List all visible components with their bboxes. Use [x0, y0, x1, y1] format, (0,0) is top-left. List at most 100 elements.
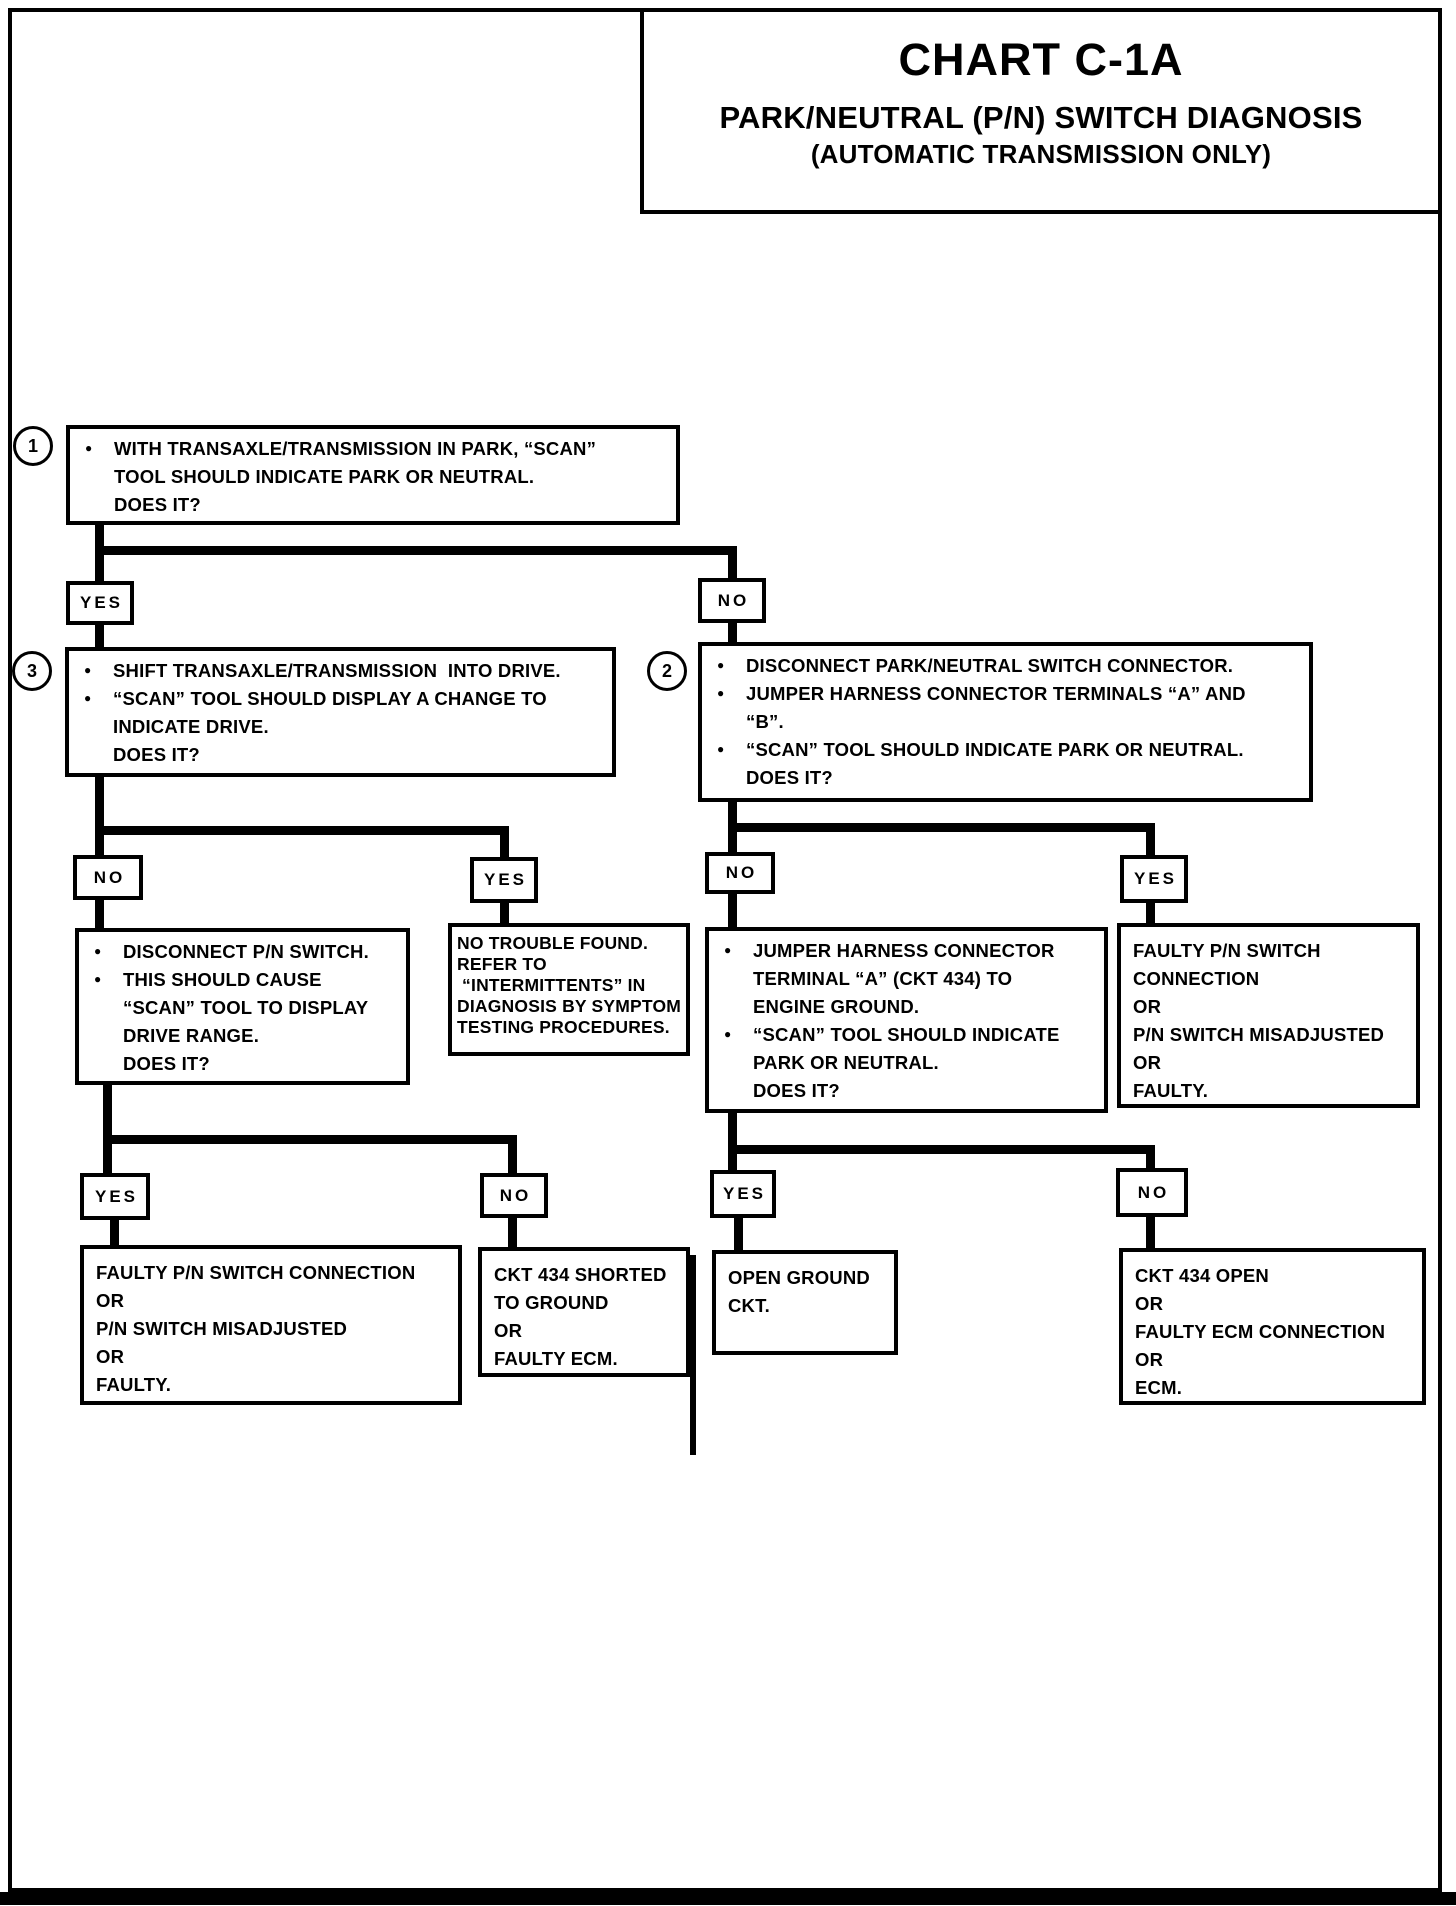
- connector-line: [728, 894, 737, 927]
- flow-box-open-ground: OPEN GROUND CKT.: [712, 1250, 898, 1355]
- connector-line: [508, 1218, 517, 1247]
- flow-box-text: NO TROUBLE FOUND.: [457, 933, 649, 953]
- flow-box-step3-question: ●SHIFT TRANSAXLE/TRANSMISSION INTO DRIVE…: [65, 647, 616, 777]
- connector-line: [728, 1113, 737, 1170]
- flow-box-text-line: DOES IT?: [70, 491, 670, 519]
- flow-box-text-line: DOES IT?: [709, 1077, 1098, 1105]
- connector-line: [110, 1220, 119, 1245]
- flow-box-text: THIS SHOULD CAUSE: [123, 969, 322, 990]
- flow-box-no-trouble-found: NO TROUBLE FOUND.REFER TO “INTERMITTENTS…: [448, 923, 690, 1056]
- flow-box-text: DOES IT?: [123, 1053, 210, 1074]
- flow-box-text-line: “SCAN” TOOL TO DISPLAY: [79, 994, 400, 1022]
- connector-line: [728, 546, 737, 578]
- flow-box-text-line: OPEN GROUND: [716, 1264, 888, 1292]
- bullet-icon: ●: [724, 1027, 732, 1041]
- branch-label-no-3: NO: [705, 852, 775, 894]
- flow-box-text: “SCAN” TOOL SHOULD INDICATE PARK OR NEUT…: [746, 739, 1244, 760]
- flow-box-text-line: ● “SCAN” TOOL SHOULD INDICATE: [709, 1021, 1098, 1049]
- flow-box-faulty-pn-switch-mid: FAULTY P/N SWITCH CONNECTION OR P/N SWITCH …: [1117, 923, 1420, 1108]
- connector-line: [728, 623, 737, 642]
- flow-box-text: INDICATE DRIVE.: [113, 716, 269, 737]
- branch-label-yes-4: YES: [80, 1173, 150, 1220]
- connector-line: [95, 826, 509, 835]
- flow-box-step1-question: ●WITH TRANSAXLE/TRANSMISSION IN PARK, “S…: [66, 425, 680, 525]
- flow-box-text-line: CKT.: [716, 1292, 888, 1320]
- flow-box-text: OR: [1135, 1349, 1164, 1370]
- connector-line: [1146, 823, 1155, 855]
- flow-box-text: TOOL SHOULD INDICATE PARK OR NEUTRAL.: [114, 466, 535, 487]
- connector-line: [1146, 1145, 1155, 1168]
- branch-label-no-2: NO: [73, 855, 143, 900]
- flow-box-text-line: ● “SCAN” TOOL SHOULD INDICATE PARK OR NEU…: [702, 736, 1303, 764]
- flow-box-text: JUMPER HARNESS CONNECTOR: [753, 940, 1055, 961]
- flow-box-text-line: TERMINAL “A” (CKT 434) TO: [709, 965, 1098, 993]
- connector-line: [728, 1145, 1155, 1154]
- flow-box-text: ENGINE GROUND.: [753, 996, 920, 1017]
- flow-box-text-line: CONNECTION: [1121, 965, 1410, 993]
- connector-line: [103, 1135, 517, 1144]
- flow-box-text: CKT 434 OPEN: [1135, 1265, 1269, 1286]
- branch-label-no-1: NO: [698, 578, 766, 623]
- bullet-icon: ●: [717, 742, 725, 756]
- flow-box-text-line: INDICATE DRIVE.: [69, 713, 606, 741]
- flow-box-text: P/N SWITCH MISADJUSTED: [1133, 1024, 1385, 1045]
- connector-line: [95, 900, 104, 928]
- branch-label-yes-3: YES: [1120, 855, 1188, 903]
- flow-box-text-line: DIAGNOSIS BY SYMPTOM: [452, 996, 682, 1017]
- flow-box-text: CKT.: [728, 1295, 770, 1316]
- branch-label-no-5: NO: [1116, 1168, 1188, 1217]
- connector-line: [508, 1135, 517, 1173]
- flow-box-text: DOES IT?: [753, 1080, 840, 1101]
- flow-box-text: FAULTY ECM.: [494, 1348, 618, 1369]
- flow-box-text: DIAGNOSIS BY SYMPTOM: [457, 996, 682, 1016]
- flow-box-text-line: FAULTY ECM.: [482, 1345, 680, 1373]
- flow-box-text-line: NO TROUBLE FOUND.: [452, 933, 680, 954]
- flow-box-text: DOES IT?: [113, 744, 200, 765]
- flow-box-text-line: TO GROUND: [482, 1289, 680, 1317]
- flow-box-text-line: FAULTY.: [1121, 1077, 1410, 1105]
- branch-label-yes-5: YES: [710, 1170, 776, 1218]
- flow-box-text-line: ECM.: [1123, 1374, 1416, 1402]
- bullet-icon: ●: [84, 691, 92, 705]
- flow-box-text: ECM.: [1135, 1377, 1183, 1398]
- flow-box-text: FAULTY.: [1133, 1080, 1209, 1101]
- chart-subtitle: PARK/NEUTRAL (P/N) SWITCH DIAGNOSIS: [719, 100, 1363, 135]
- flow-box-text: FAULTY.: [96, 1374, 172, 1395]
- flow-box-text-line: ●DISCONNECT PARK/NEUTRAL SWITCH CONNECTO…: [702, 652, 1303, 680]
- flow-box-text: OPEN GROUND: [728, 1267, 870, 1288]
- connector-line: [1146, 903, 1155, 923]
- flow-box-text-line: “INTERMITTENTS” IN: [452, 975, 680, 996]
- branch-label-no-4: NO: [480, 1173, 548, 1218]
- chart-title-box: CHART C-1A PARK/NEUTRAL (P/N) SWITCH DIA…: [640, 8, 1442, 214]
- flow-box-text: “INTERMITTENTS” IN: [457, 975, 646, 995]
- flow-box-text: “SCAN” TOOL SHOULD DISPLAY A CHANGE TO: [113, 688, 547, 709]
- connector-line: [734, 1218, 743, 1250]
- flow-box-text: FAULTY P/N SWITCH: [1133, 940, 1321, 961]
- connector-line: [500, 826, 509, 857]
- flow-box-disconnect-pn-switch: ●DISCONNECT P/N SWITCH.●THIS SHOULD CAUS…: [75, 928, 410, 1085]
- flow-box-text-line: REFER TO: [452, 954, 680, 975]
- flow-box-text-line: DOES IT?: [69, 741, 606, 769]
- flow-box-text: “SCAN” TOOL SHOULD INDICATE: [753, 1024, 1060, 1045]
- bullet-icon: ●: [94, 944, 102, 958]
- connector-line: [95, 546, 737, 555]
- flow-box-text-line: DRIVE RANGE.: [79, 1022, 400, 1050]
- connector-line: [728, 823, 1155, 832]
- flow-box-text: PARK OR NEUTRAL.: [753, 1052, 939, 1073]
- flow-box-text: FAULTY ECM CONNECTION: [1135, 1321, 1386, 1342]
- flow-box-text: JUMPER HARNESS CONNECTOR TERMINALS “A” A…: [746, 683, 1246, 704]
- flow-box-text: DOES IT?: [114, 494, 201, 515]
- flow-box-text: OR: [1133, 996, 1162, 1017]
- flow-box-text-line: P/N SWITCH MISADJUSTED: [84, 1315, 452, 1343]
- flow-box-text-line: TOOL SHOULD INDICATE PARK OR NEUTRAL.: [70, 463, 670, 491]
- flow-box-text: FAULTY P/N SWITCH CONNECTION: [96, 1262, 416, 1283]
- bullet-icon: ●: [84, 663, 92, 677]
- step-badge-1: 1: [13, 426, 53, 466]
- flow-box-text: “B”.: [746, 711, 784, 732]
- flow-box-text: CONNECTION: [1133, 968, 1260, 989]
- flow-box-text: TO GROUND: [494, 1292, 609, 1313]
- flow-box-text: TESTING PROCEDURES.: [457, 1017, 670, 1037]
- flow-box-text-line: P/N SWITCH MISADJUSTED: [1121, 1021, 1410, 1049]
- page-bottom-rule: [0, 1892, 1456, 1905]
